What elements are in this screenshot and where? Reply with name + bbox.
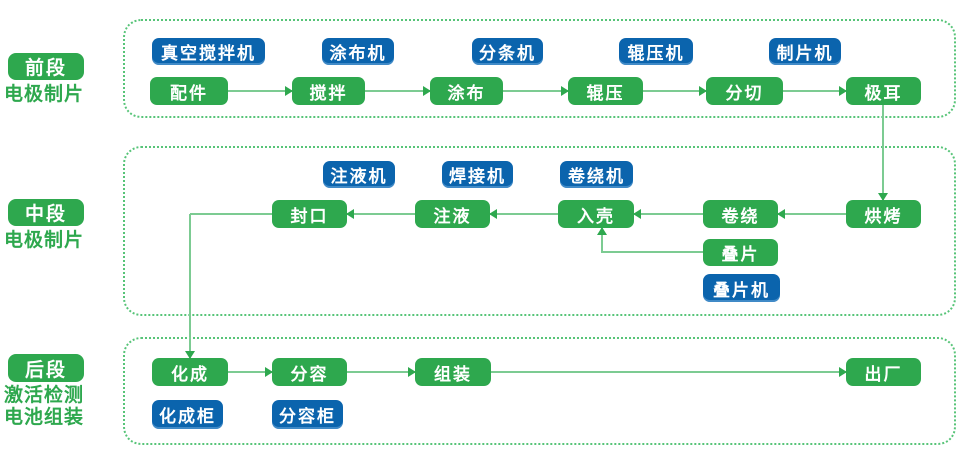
equipment-node-sheet-maker: 制片机	[769, 38, 841, 65]
connector-sealing-to-formation	[189, 214, 191, 358]
arrowhead-slitting-to-tab	[839, 86, 847, 96]
equipment-node-formation-cabinet: 化成柜	[152, 400, 223, 429]
process-node-casing: 入壳	[558, 200, 634, 228]
process-node-mixing: 搅拌	[292, 77, 365, 105]
stage-badge-middle: 中段	[8, 199, 84, 226]
equipment-node-grading-cabinet: 分容柜	[272, 400, 343, 429]
equipment-node-vacuum-mixer: 真空搅拌机	[152, 38, 265, 65]
process-node-tab-forming: 极耳	[846, 77, 921, 105]
process-node-grading: 分容	[272, 358, 347, 386]
arrowhead-formation-to-grading	[265, 367, 273, 377]
arrowhead-casing-to-injection	[489, 209, 497, 219]
equipment-node-roller-press: 辊压机	[619, 38, 693, 65]
connector-sealing-elbow-h	[190, 213, 272, 215]
connector-mixing-to-coating	[365, 90, 430, 92]
stage-badge-rear: 后段	[8, 354, 84, 382]
process-node-injection: 注液	[415, 200, 490, 228]
section-middle-stage	[123, 146, 956, 316]
arrowhead-injection-to-sealing	[346, 209, 354, 219]
process-node-formation: 化成	[152, 358, 228, 386]
arrowhead-tab-to-baking	[878, 193, 888, 201]
arrowhead-mixing-to-coating	[423, 86, 431, 96]
stage-badge-front: 前段	[8, 53, 84, 80]
arrowhead-grading-to-assembly	[408, 367, 416, 377]
connector-formation-to-grading	[228, 371, 272, 373]
process-node-winding: 卷绕	[703, 200, 778, 228]
process-node-baking: 烘烤	[846, 200, 921, 228]
connector-stacking-to-casing	[601, 228, 603, 253]
process-node-sealing: 封口	[272, 200, 347, 228]
process-node-assembly: 组装	[415, 358, 491, 386]
stage-caption-rear-1: 电池组装	[4, 407, 85, 428]
section-rear-stage	[123, 337, 956, 445]
arrowhead-assembly-to-shipping	[839, 367, 847, 377]
equipment-node-injection-machine: 注液机	[323, 161, 395, 188]
equipment-node-welding-machine: 焊接机	[442, 161, 513, 188]
arrowhead-rolling-to-slitting	[699, 86, 707, 96]
equipment-node-slitter: 分条机	[472, 38, 543, 65]
connector-grading-to-assembly	[347, 371, 415, 373]
arrowhead-baking-to-winding	[777, 209, 785, 219]
connector-injection-to-sealing	[347, 213, 415, 215]
equipment-node-stacking-machine: 叠片机	[703, 274, 780, 302]
process-node-accessories: 配件	[150, 77, 228, 105]
arrowhead-accessories-to-mixing	[285, 86, 293, 96]
process-node-coating: 涂布	[430, 77, 503, 105]
connector-accessories-to-mixing	[228, 90, 292, 92]
arrowhead-coating-to-rolling	[561, 86, 569, 96]
stage-caption-rear-0: 激活检测	[4, 385, 85, 406]
connector-casing-to-injection	[490, 213, 558, 215]
process-node-stacking: 叠片	[703, 239, 778, 266]
equipment-node-coater: 涂布机	[322, 38, 394, 65]
connector-coating-to-rolling	[503, 90, 568, 92]
connector-rolling-to-slitting	[643, 90, 706, 92]
equipment-node-winding-machine: 卷绕机	[560, 161, 633, 188]
process-node-shipping: 出厂	[846, 358, 921, 386]
arrowhead-winding-to-casing	[633, 209, 641, 219]
connector-slitting-to-tab	[783, 90, 846, 92]
process-node-roll-pressing: 辊压	[568, 77, 643, 105]
section-front-stage	[123, 19, 956, 118]
stage-caption-middle-0: 电极制片	[4, 230, 85, 251]
arrowhead-sealing-to-formation	[185, 351, 195, 359]
connector-baking-to-winding	[778, 213, 846, 215]
connector-stacking-elbow-h	[602, 251, 703, 253]
process-node-slitting: 分切	[706, 77, 783, 105]
connector-winding-to-casing	[634, 213, 703, 215]
stage-caption-front-0: 电极制片	[4, 84, 85, 105]
connector-assembly-to-shipping	[491, 371, 846, 373]
arrowhead-stacking-to-casing	[597, 227, 607, 235]
connector-tab-to-baking	[882, 105, 884, 200]
